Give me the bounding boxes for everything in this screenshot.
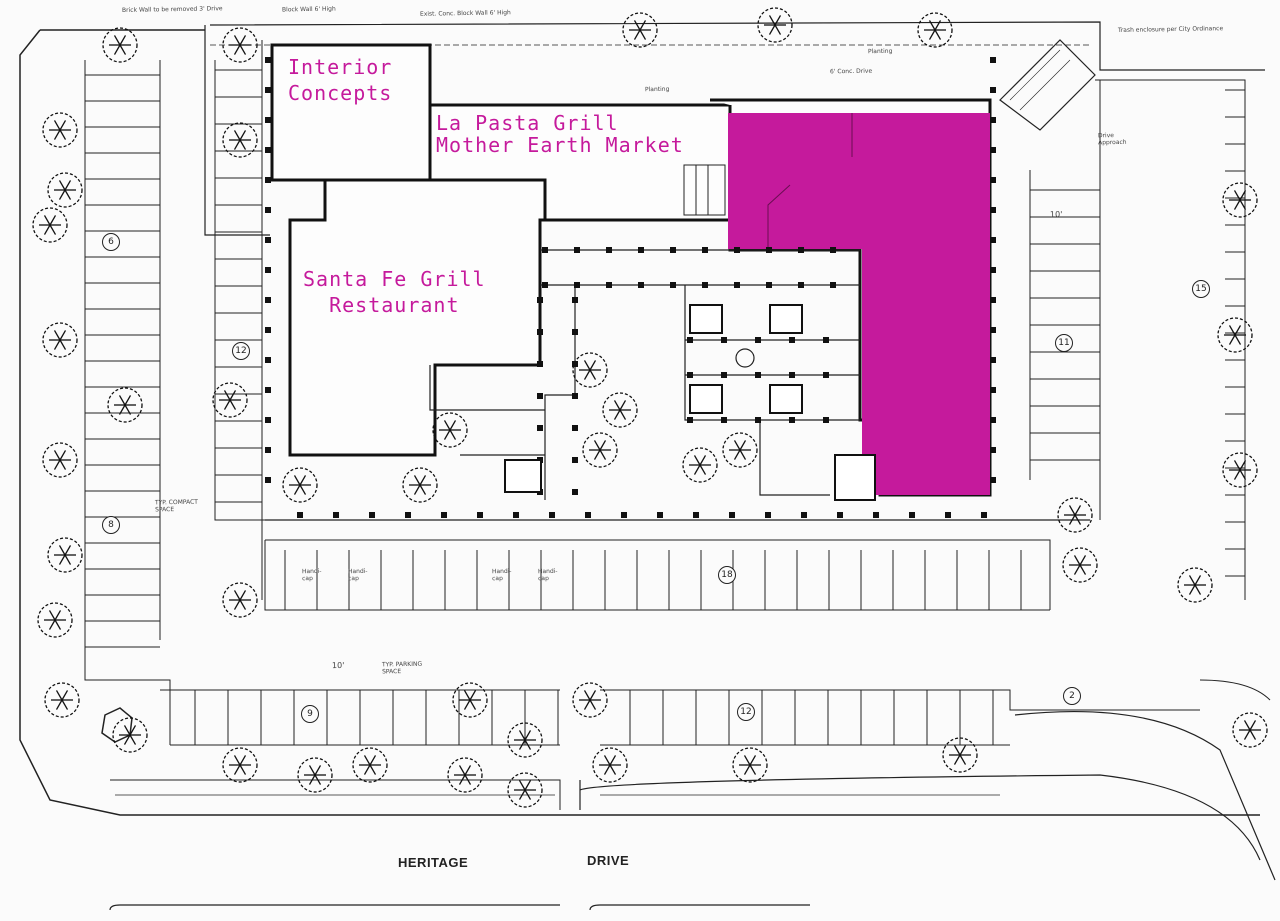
- tenant-label-mother-earth-market: Mother Earth Market: [436, 133, 684, 157]
- stall-count-front-row: 18: [718, 566, 736, 584]
- note-block-wall: Block Wall 6' High: [281, 5, 336, 14]
- note-handicap-3: Handi-cap: [491, 567, 512, 583]
- building-interior-concepts: [270, 43, 432, 182]
- stall-count-bottom-left: 9: [301, 705, 319, 723]
- highlight-lower-block: [862, 249, 990, 495]
- stall-count-inner-left: 12: [232, 342, 250, 360]
- tenant-label-interior-concepts: Interior Concepts: [288, 54, 392, 106]
- tenant-label-la-pasta-grill: La Pasta Grill: [436, 111, 619, 135]
- note-handicap-2: Handi-cap: [347, 567, 368, 583]
- note-planting-mid: Planting: [644, 85, 670, 94]
- stall-count-right-inner: 11: [1055, 334, 1073, 352]
- street-label-drive: DRIVE: [587, 853, 630, 868]
- note-typ-compact-space: TYP. COMPACT SPACE: [154, 498, 199, 514]
- note-dimension-left: 10': [331, 660, 345, 671]
- note-planting-top: Planting: [867, 47, 893, 56]
- street-label-heritage: HERITAGE: [398, 855, 469, 870]
- building-santa-fe-grill: [288, 178, 547, 457]
- stall-count-right-outer: 15: [1192, 280, 1210, 298]
- note-handicap-4: Handi-cap: [537, 567, 558, 583]
- tenant-label-santa-fe-grill: Santa Fe Grill Restaurant: [303, 266, 486, 318]
- note-conc-drive: 6' Conc. Drive: [829, 67, 873, 76]
- left-parking-lot: [84, 60, 171, 745]
- tenant-label-interior-line1: Interior: [288, 55, 393, 79]
- stall-count-left-lower: 8: [102, 516, 120, 534]
- note-handicap-1: Handi-cap: [301, 567, 322, 583]
- tenant-label-santa-fe-line1: Santa Fe Grill: [303, 267, 486, 291]
- note-typ-parking-space: TYP. PARKING SPACE: [381, 660, 423, 676]
- stall-count-left-upper: 6: [102, 233, 120, 251]
- stall-count-bottom-far-right: 2: [1063, 687, 1081, 705]
- tenant-label-santa-fe-line2: Restaurant: [329, 293, 460, 317]
- highlight-upper-block: [728, 113, 990, 249]
- note-drive-approach: Drive Approach: [1097, 132, 1127, 147]
- tenant-label-interior-line2: Concepts: [288, 81, 393, 105]
- stall-count-bottom-right: 12: [737, 703, 755, 721]
- note-dimension-right: 10': [1049, 209, 1063, 220]
- highlighted-available-space: [728, 113, 990, 495]
